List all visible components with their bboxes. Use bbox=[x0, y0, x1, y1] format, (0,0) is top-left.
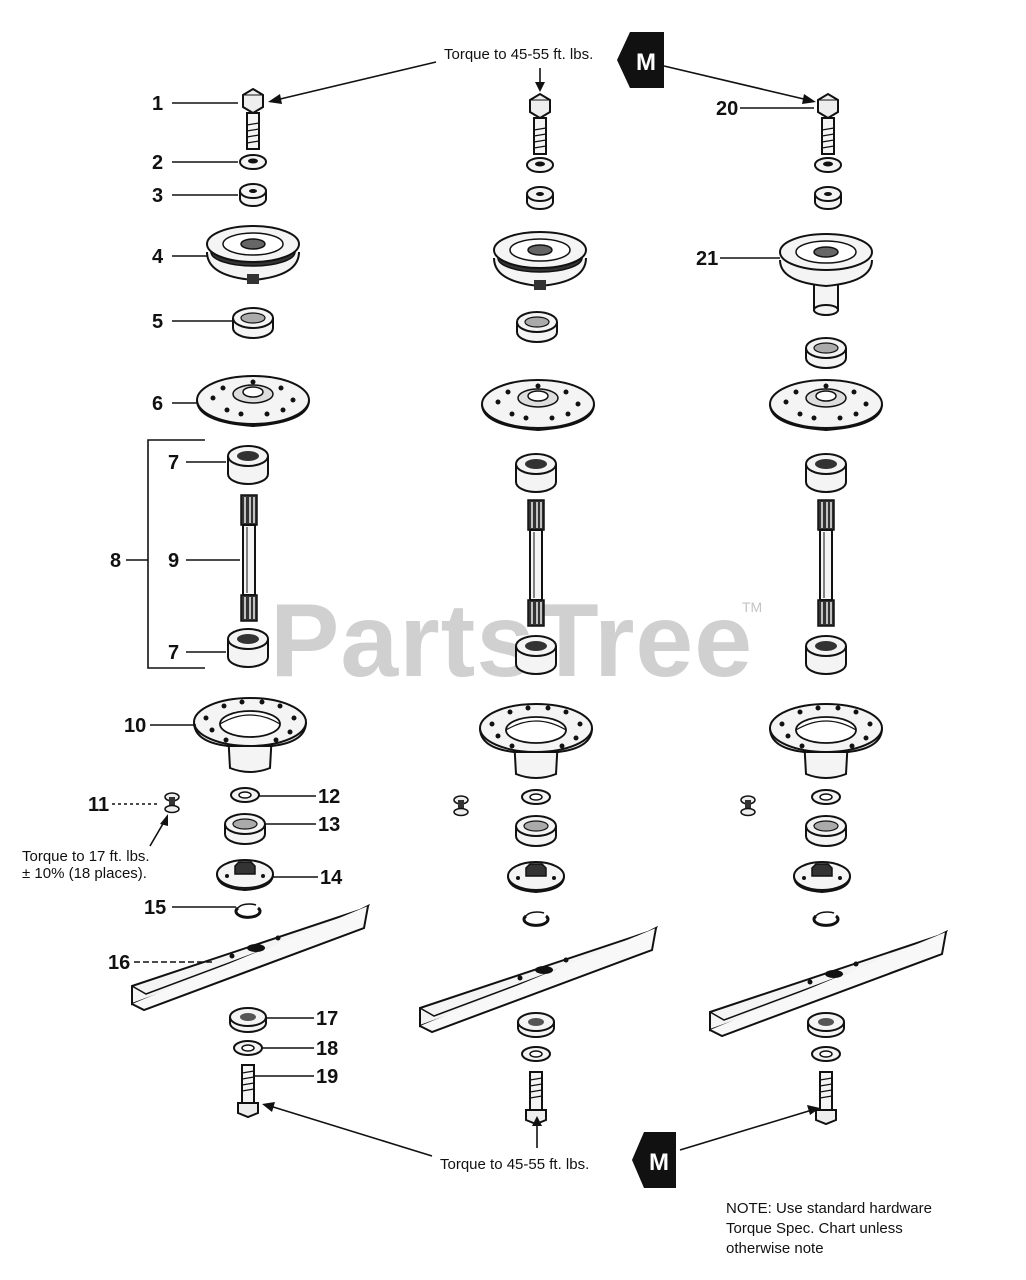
seal-lower bbox=[805, 815, 847, 847]
bearing-upper bbox=[805, 453, 847, 493]
screw bbox=[453, 795, 469, 817]
callout-17: 17 bbox=[316, 1008, 338, 1030]
cup-washer bbox=[807, 1012, 845, 1038]
housing bbox=[479, 703, 593, 779]
torque-top-text: Torque to 45-55 ft. lbs. bbox=[444, 46, 593, 63]
washer bbox=[811, 789, 841, 805]
blade-adapter-14 bbox=[216, 859, 274, 891]
spacer-3 bbox=[239, 183, 267, 207]
bearing-lower bbox=[805, 635, 847, 675]
torque-annotation-bottom: Torque to 45-55 ft. lbs. M bbox=[262, 1102, 820, 1188]
callout-7-upper: 7 bbox=[168, 452, 179, 474]
note-line3: otherwise note bbox=[726, 1240, 824, 1257]
lock-washer bbox=[526, 157, 554, 173]
note-line1: NOTE: Use standard hardware bbox=[726, 1200, 932, 1217]
callout-10: 10 bbox=[124, 715, 146, 737]
lock-washer-2 bbox=[239, 154, 267, 170]
callout-19: 19 bbox=[316, 1066, 338, 1088]
callout-numbers: 1 2 3 4 5 6 7 8 9 7 10 11 12 13 14 15 16… bbox=[88, 93, 738, 1088]
hardware-note: NOTE: Use standard hardware Torque Spec.… bbox=[726, 1200, 932, 1257]
watermark-brand: PartsTree bbox=[270, 583, 753, 699]
callout-12: 12 bbox=[318, 786, 340, 808]
m-badge-top-letter: M bbox=[636, 49, 656, 76]
note-line2: Torque Spec. Chart unless bbox=[726, 1220, 903, 1237]
mower-blade-16 bbox=[131, 905, 369, 1011]
callout-14: 14 bbox=[320, 867, 343, 889]
hex-bolt-1 bbox=[242, 88, 264, 150]
spacer bbox=[814, 186, 842, 210]
spindle-shaft-9 bbox=[240, 494, 258, 622]
callout-20: 20 bbox=[716, 98, 738, 120]
cup-washer bbox=[517, 1012, 555, 1038]
retaining-ring bbox=[812, 910, 840, 927]
callout-3: 3 bbox=[152, 185, 163, 207]
seal bbox=[516, 311, 558, 343]
seal-5 bbox=[232, 307, 274, 339]
housing-10 bbox=[193, 697, 307, 773]
flat-washer bbox=[811, 1046, 841, 1062]
housing bbox=[769, 703, 883, 779]
callout-leaders bbox=[112, 102, 814, 1077]
seal-lower bbox=[515, 815, 557, 847]
blade-bolt-19 bbox=[237, 1064, 259, 1118]
blade-bolt bbox=[815, 1071, 837, 1125]
screw bbox=[740, 795, 756, 817]
watermark-trademark: TM bbox=[742, 599, 762, 615]
m-badge-bottom-letter: M bbox=[649, 1149, 669, 1176]
spindle-shaft bbox=[527, 499, 545, 627]
callout-5: 5 bbox=[152, 311, 163, 333]
callout-6: 6 bbox=[152, 393, 163, 415]
callout-2: 2 bbox=[152, 152, 163, 174]
callout-11: 11 bbox=[88, 794, 109, 816]
bearing-upper bbox=[515, 453, 557, 493]
callout-13: 13 bbox=[318, 814, 340, 836]
callout-1: 1 bbox=[152, 93, 163, 115]
callout-21: 21 bbox=[696, 248, 718, 270]
callout-9: 9 bbox=[168, 550, 179, 572]
flat-washer bbox=[521, 1046, 551, 1062]
cup-washer-17 bbox=[229, 1007, 267, 1033]
spacer bbox=[526, 186, 554, 210]
bearing-lower bbox=[515, 635, 557, 675]
torque-screw-line2: ± 10% (18 places). bbox=[22, 865, 147, 882]
callout-16: 16 bbox=[108, 952, 130, 974]
hex-bolt bbox=[529, 93, 551, 155]
plate bbox=[481, 379, 595, 431]
torque-bottom-text: Torque to 45-55 ft. lbs. bbox=[440, 1156, 589, 1173]
pulley-hub-21 bbox=[779, 233, 873, 316]
screw-11 bbox=[164, 792, 180, 814]
torque-screw-line1: Torque to 17 ft. lbs. bbox=[22, 848, 150, 865]
washer bbox=[521, 789, 551, 805]
callout-7-lower: 7 bbox=[168, 642, 179, 664]
bearing-7-upper bbox=[227, 445, 269, 485]
callout-8: 8 bbox=[110, 550, 121, 572]
torque-annotation-screws: Torque to 17 ft. lbs. ± 10% (18 places). bbox=[22, 814, 168, 882]
spindle-shaft bbox=[817, 499, 835, 627]
plate bbox=[769, 379, 883, 431]
blade-adapter bbox=[793, 861, 851, 893]
callout-18: 18 bbox=[316, 1038, 338, 1060]
retaining-ring bbox=[522, 910, 550, 927]
seal bbox=[805, 337, 847, 369]
seal-13 bbox=[224, 813, 266, 845]
pulley-4 bbox=[206, 225, 300, 285]
m-badge-top bbox=[617, 32, 664, 88]
plate-6 bbox=[196, 375, 310, 427]
pulley bbox=[493, 231, 587, 291]
bearing-7-lower bbox=[227, 628, 269, 668]
callout-4: 4 bbox=[152, 246, 164, 268]
hex-bolt-20 bbox=[817, 93, 839, 155]
blade-adapter bbox=[507, 861, 565, 893]
torque-annotation-top: Torque to 45-55 ft. lbs. M bbox=[268, 32, 816, 104]
flat-washer-18 bbox=[233, 1040, 263, 1056]
blade-bolt bbox=[525, 1071, 547, 1125]
lock-washer bbox=[814, 157, 842, 173]
washer-12 bbox=[230, 787, 260, 803]
callout-15: 15 bbox=[144, 897, 166, 919]
m-badge-bottom bbox=[632, 1132, 676, 1188]
retaining-ring-15 bbox=[234, 902, 262, 919]
